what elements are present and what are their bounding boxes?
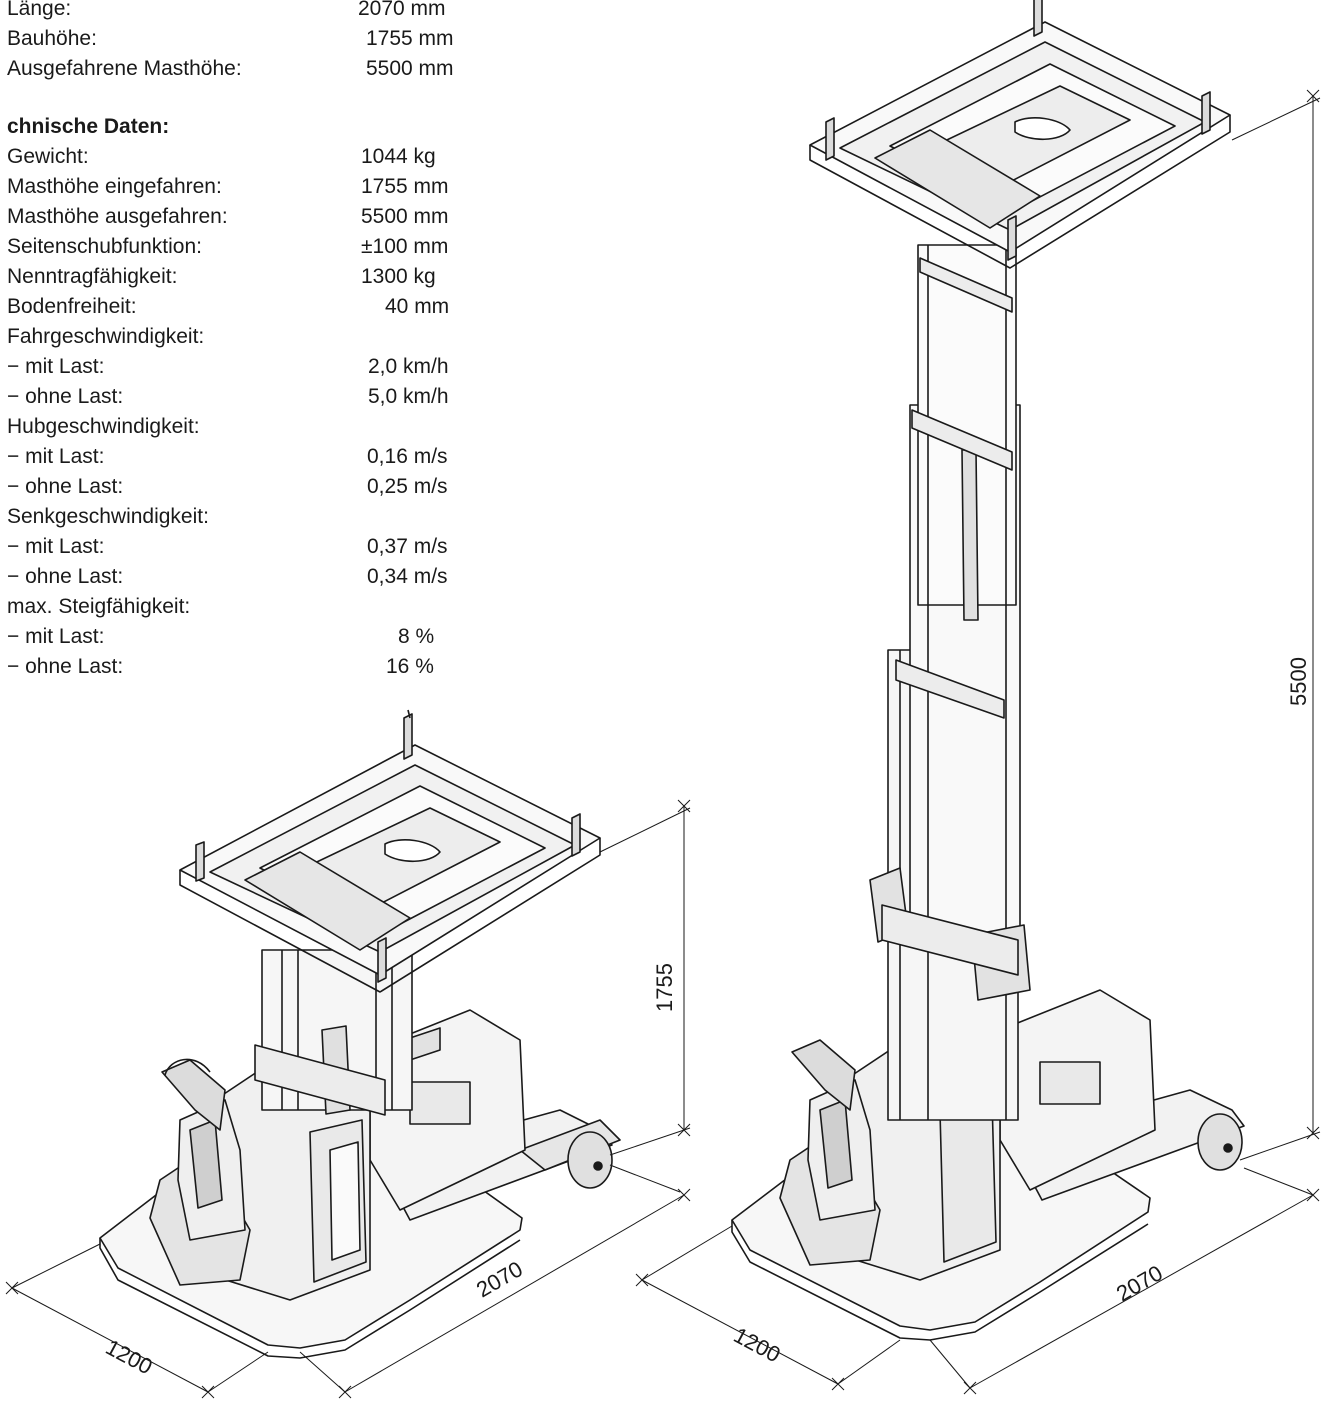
left-height-dimension: 1755 bbox=[652, 963, 677, 1012]
truck-extended-drawing bbox=[731, 0, 1245, 1341]
spec-label: Fahrgeschwindigkeit: bbox=[7, 325, 205, 348]
dim-value: 1755 mm bbox=[366, 27, 454, 50]
spec-label: − mit Last: bbox=[7, 625, 105, 648]
spec-label: Gewicht: bbox=[7, 145, 89, 168]
truck-retracted-drawing bbox=[99, 709, 621, 1359]
left-width-dimension: 1200 bbox=[102, 1334, 157, 1379]
spec-value: ±100 mm bbox=[361, 235, 449, 258]
spec-value: 8 % bbox=[398, 625, 435, 648]
spec-label: Senkgeschwindigkeit: bbox=[7, 505, 209, 528]
specs-heading: chnische Daten: bbox=[7, 115, 170, 138]
dim-value: 2070 mm bbox=[358, 0, 446, 20]
spec-value: 1044 kg bbox=[361, 145, 436, 168]
spec-label: − ohne Last: bbox=[7, 475, 124, 498]
spec-value: 0,34 m/s bbox=[367, 565, 448, 588]
spec-value: 5500 mm bbox=[361, 205, 449, 228]
spec-label: Nenntragfähigkeit: bbox=[7, 265, 178, 288]
spec-value: 1755 mm bbox=[361, 175, 449, 198]
spec-label: − ohne Last: bbox=[7, 655, 124, 678]
tiller-handle bbox=[161, 1059, 226, 1131]
dim-label: Ausgefahrene Masthöhe: bbox=[7, 57, 242, 80]
spec-value: 0,37 m/s bbox=[367, 535, 448, 558]
spec-value: 2,0 km/h bbox=[368, 355, 449, 378]
right-height-dimension: 5500 bbox=[1286, 657, 1311, 706]
spec-label: Masthöhe eingefahren: bbox=[7, 175, 222, 198]
spec-value: 1300 kg bbox=[361, 265, 436, 288]
dim-value: 5500 mm bbox=[366, 57, 454, 80]
spec-label: Bodenfreiheit: bbox=[7, 295, 137, 318]
fork-arm bbox=[1009, 1089, 1245, 1201]
spec-label: − mit Last: bbox=[7, 535, 105, 558]
dimension-lines bbox=[5, 89, 1321, 1399]
spec-label: − mit Last: bbox=[7, 445, 105, 468]
spec-label: Seitenschubfunktion: bbox=[7, 235, 202, 258]
spec-value: 16 % bbox=[386, 655, 434, 678]
spec-label: Hubgeschwindigkeit: bbox=[7, 415, 200, 438]
spec-value: 0,25 m/s bbox=[367, 475, 448, 498]
tiller-handle bbox=[791, 1039, 856, 1111]
spec-label: Masthöhe ausgefahren: bbox=[7, 205, 228, 228]
spec-label: max. Steigfähigkeit: bbox=[7, 595, 191, 618]
right-length-dimension: 2070 bbox=[1112, 1260, 1167, 1306]
left-length-dimension: 2070 bbox=[472, 1256, 527, 1302]
dim-label: Länge: bbox=[7, 0, 72, 20]
right-width-dimension: 1200 bbox=[730, 1322, 785, 1367]
spec-label: − ohne Last: bbox=[7, 565, 124, 588]
spec-label: − mit Last: bbox=[7, 355, 105, 378]
spec-value: 5,0 km/h bbox=[368, 385, 449, 408]
spec-value: 0,16 m/s bbox=[367, 445, 448, 468]
spec-value: 40 mm bbox=[385, 295, 450, 318]
spec-label: − ohne Last: bbox=[7, 385, 124, 408]
dim-label: Bauhöhe: bbox=[7, 27, 97, 50]
